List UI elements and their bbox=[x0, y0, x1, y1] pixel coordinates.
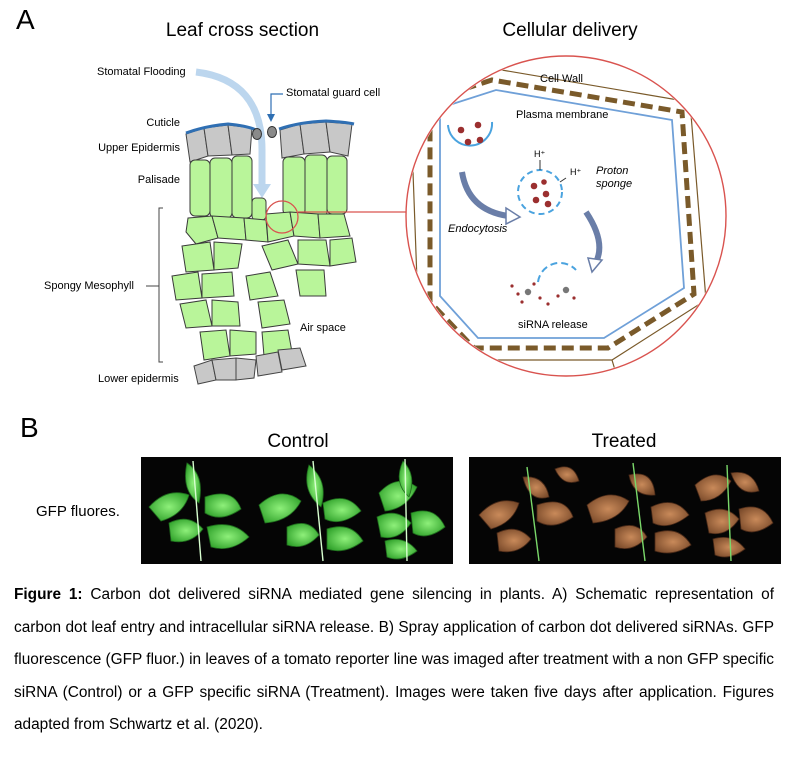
label-sirna-release: siRNA release bbox=[518, 319, 588, 331]
panel-a-diagram bbox=[146, 55, 727, 385]
stomatal-flooding-arrow bbox=[195, 68, 266, 186]
zoom-circle-small bbox=[265, 200, 299, 234]
endocytosis-arrow bbox=[459, 171, 509, 219]
zoom-circle-large bbox=[405, 55, 727, 377]
leaf-cross-section-title: Leaf cross section bbox=[165, 20, 320, 41]
endosome-broken bbox=[537, 261, 577, 283]
gfp-row-label: GFP fluores. bbox=[36, 503, 120, 520]
panel-b-letter: B bbox=[20, 412, 39, 443]
cuticle bbox=[185, 122, 257, 135]
palisade-cells bbox=[189, 154, 348, 221]
treated-title: Treated bbox=[591, 431, 657, 452]
label-palisade: Palisade bbox=[137, 174, 180, 186]
label-plasma-membrane: Plasma membrane bbox=[516, 109, 609, 121]
label-cell-wall: Cell Wall bbox=[540, 73, 583, 85]
carbon-dots-1 bbox=[457, 121, 484, 146]
label-stomatal-guard-cell: Stomatal guard cell bbox=[286, 87, 381, 99]
control-leaf-image bbox=[141, 457, 453, 564]
spongy-mesophyll-cells bbox=[171, 211, 357, 361]
label-stomatal-flooding: Stomatal Flooding bbox=[97, 66, 186, 78]
label-h-plus-2: H⁺ bbox=[570, 167, 582, 177]
cellular-delivery-title: Cellular delivery bbox=[502, 20, 638, 41]
label-air-space: Air space bbox=[300, 322, 346, 334]
label-lower-epidermis: Lower epidermis bbox=[98, 373, 179, 385]
label-endocytosis: Endocytosis bbox=[448, 223, 508, 235]
label-cuticle: Cuticle bbox=[146, 117, 180, 129]
caption-figure-label: Figure 1: bbox=[14, 586, 83, 603]
figure-caption: Figure 1: Carbon dot delivered siRNA med… bbox=[14, 579, 774, 742]
carbon-dots-2 bbox=[530, 179, 552, 208]
panel-a-letter: A bbox=[16, 4, 35, 35]
endosome-entry bbox=[447, 121, 494, 147]
label-proton-sponge: Proton sponge bbox=[596, 165, 633, 190]
lower-epidermis bbox=[193, 347, 307, 385]
label-spongy-mesophyll: Spongy Mesophyll bbox=[44, 280, 134, 292]
control-title: Control bbox=[267, 431, 329, 452]
guard-cell-right bbox=[267, 126, 277, 138]
plasma-membrane bbox=[439, 89, 685, 339]
spongy-mesophyll-bracket bbox=[158, 207, 163, 363]
label-h-plus-1: H⁺ bbox=[534, 149, 546, 159]
caption-text: Carbon dot delivered siRNA mediated gene… bbox=[14, 586, 774, 733]
guard-cell-left bbox=[252, 128, 262, 140]
released-sirna bbox=[510, 282, 576, 306]
treated-leaf-image bbox=[469, 457, 781, 564]
stomatal-flooding-arrowhead bbox=[253, 184, 271, 198]
guard-cell-pointer bbox=[270, 93, 283, 118]
label-upper-epidermis: Upper Epidermis bbox=[98, 142, 180, 154]
release-arrow bbox=[583, 210, 603, 264]
